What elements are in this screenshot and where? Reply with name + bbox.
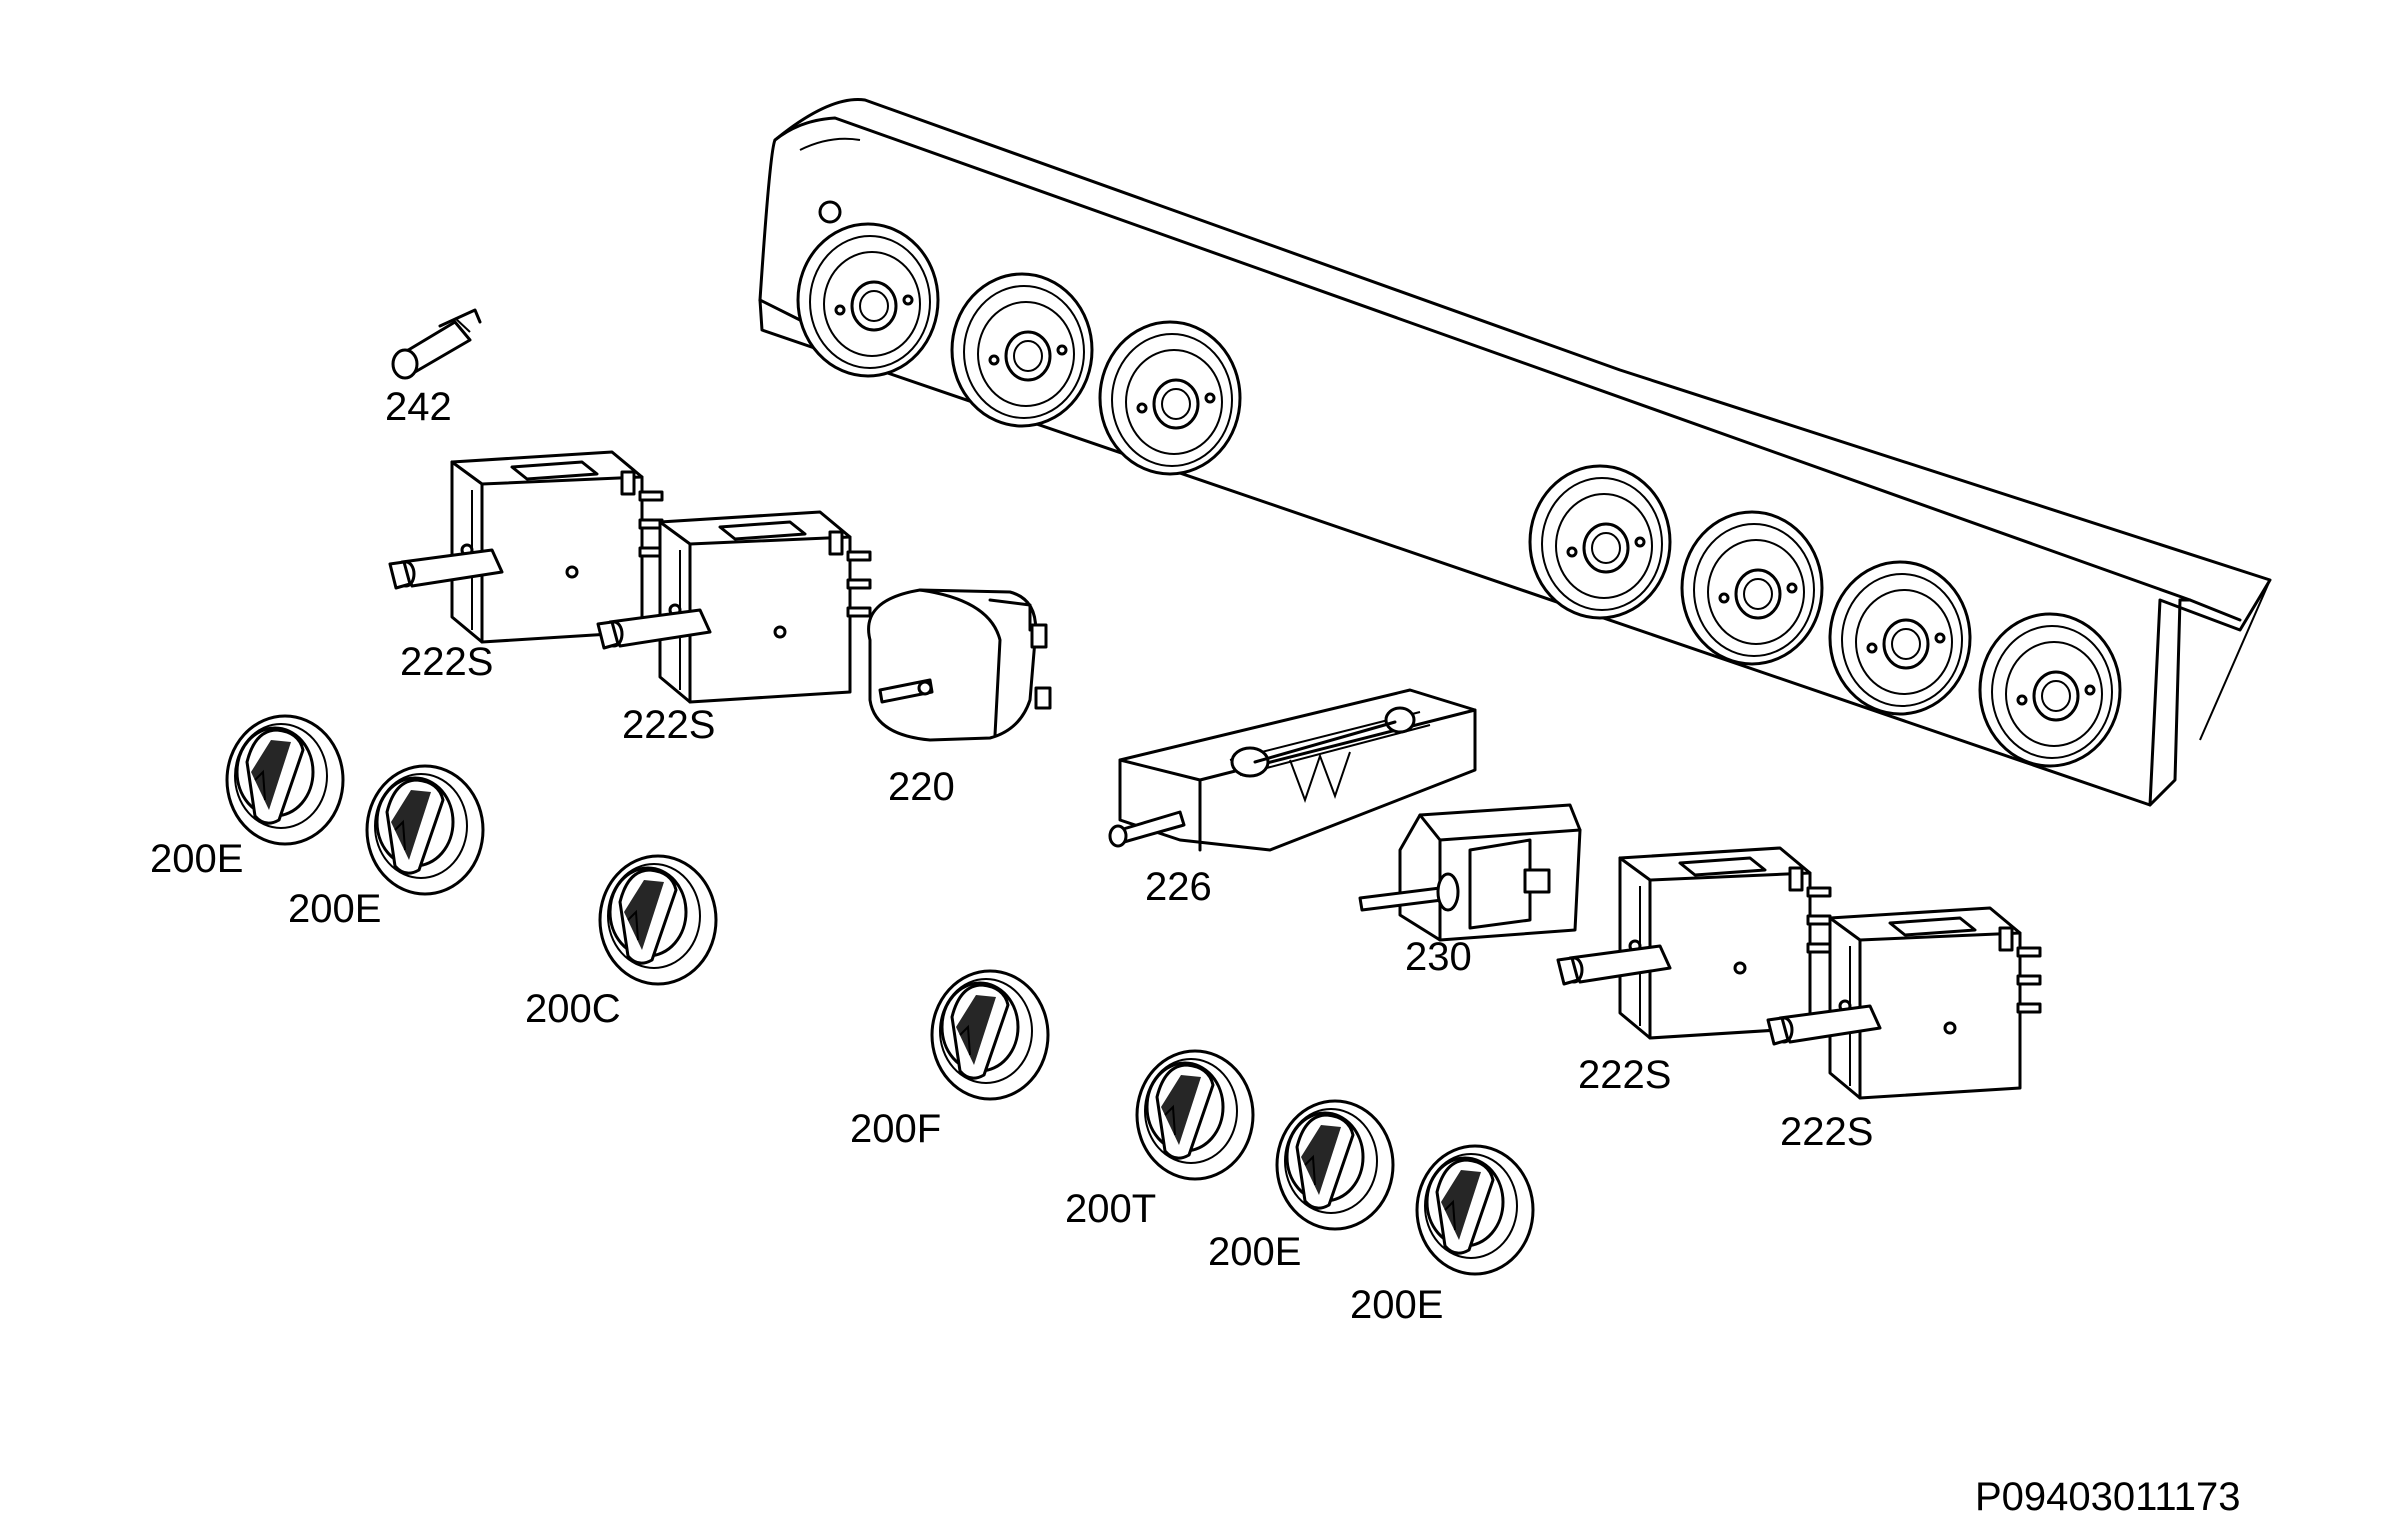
label-200e-1: 200E (150, 837, 243, 881)
label-200c: 200C (525, 987, 621, 1031)
regulator-222s-3 (1556, 846, 1832, 1040)
label-200e-2: 200E (288, 887, 381, 931)
switch-230 (1358, 803, 1582, 942)
reference-code: P09403011173 (1975, 1475, 2240, 1519)
label-200f: 200F (850, 1107, 941, 1151)
label-200e-3: 200E (1208, 1230, 1301, 1274)
label-220: 220 (888, 765, 955, 809)
knob-200c (598, 854, 718, 986)
label-200t: 200T (1065, 1187, 1156, 1231)
knob-200t (1135, 1049, 1255, 1181)
timer-220 (867, 588, 1052, 742)
switch-226 (1108, 688, 1477, 852)
label-230: 230 (1405, 935, 1472, 979)
label-200e-4: 200E (1350, 1283, 1443, 1327)
knob-200f (930, 969, 1050, 1101)
knob-200e-4 (1415, 1144, 1535, 1276)
knob-200e-3 (1275, 1099, 1395, 1231)
label-222s-1: 222S (400, 640, 493, 684)
label-222s-3: 222S (1578, 1053, 1671, 1097)
indicator-hole (818, 200, 842, 224)
label-222s-2: 222S (622, 703, 715, 747)
label-242: 242 (385, 385, 452, 429)
indicator-lamp-242 (391, 308, 482, 380)
label-226: 226 (1145, 865, 1212, 909)
knob-200e-1 (225, 714, 345, 846)
knob-200e-2 (365, 764, 485, 896)
regulator-222s-1 (388, 450, 664, 644)
label-222s-4: 222S (1780, 1110, 1873, 1154)
